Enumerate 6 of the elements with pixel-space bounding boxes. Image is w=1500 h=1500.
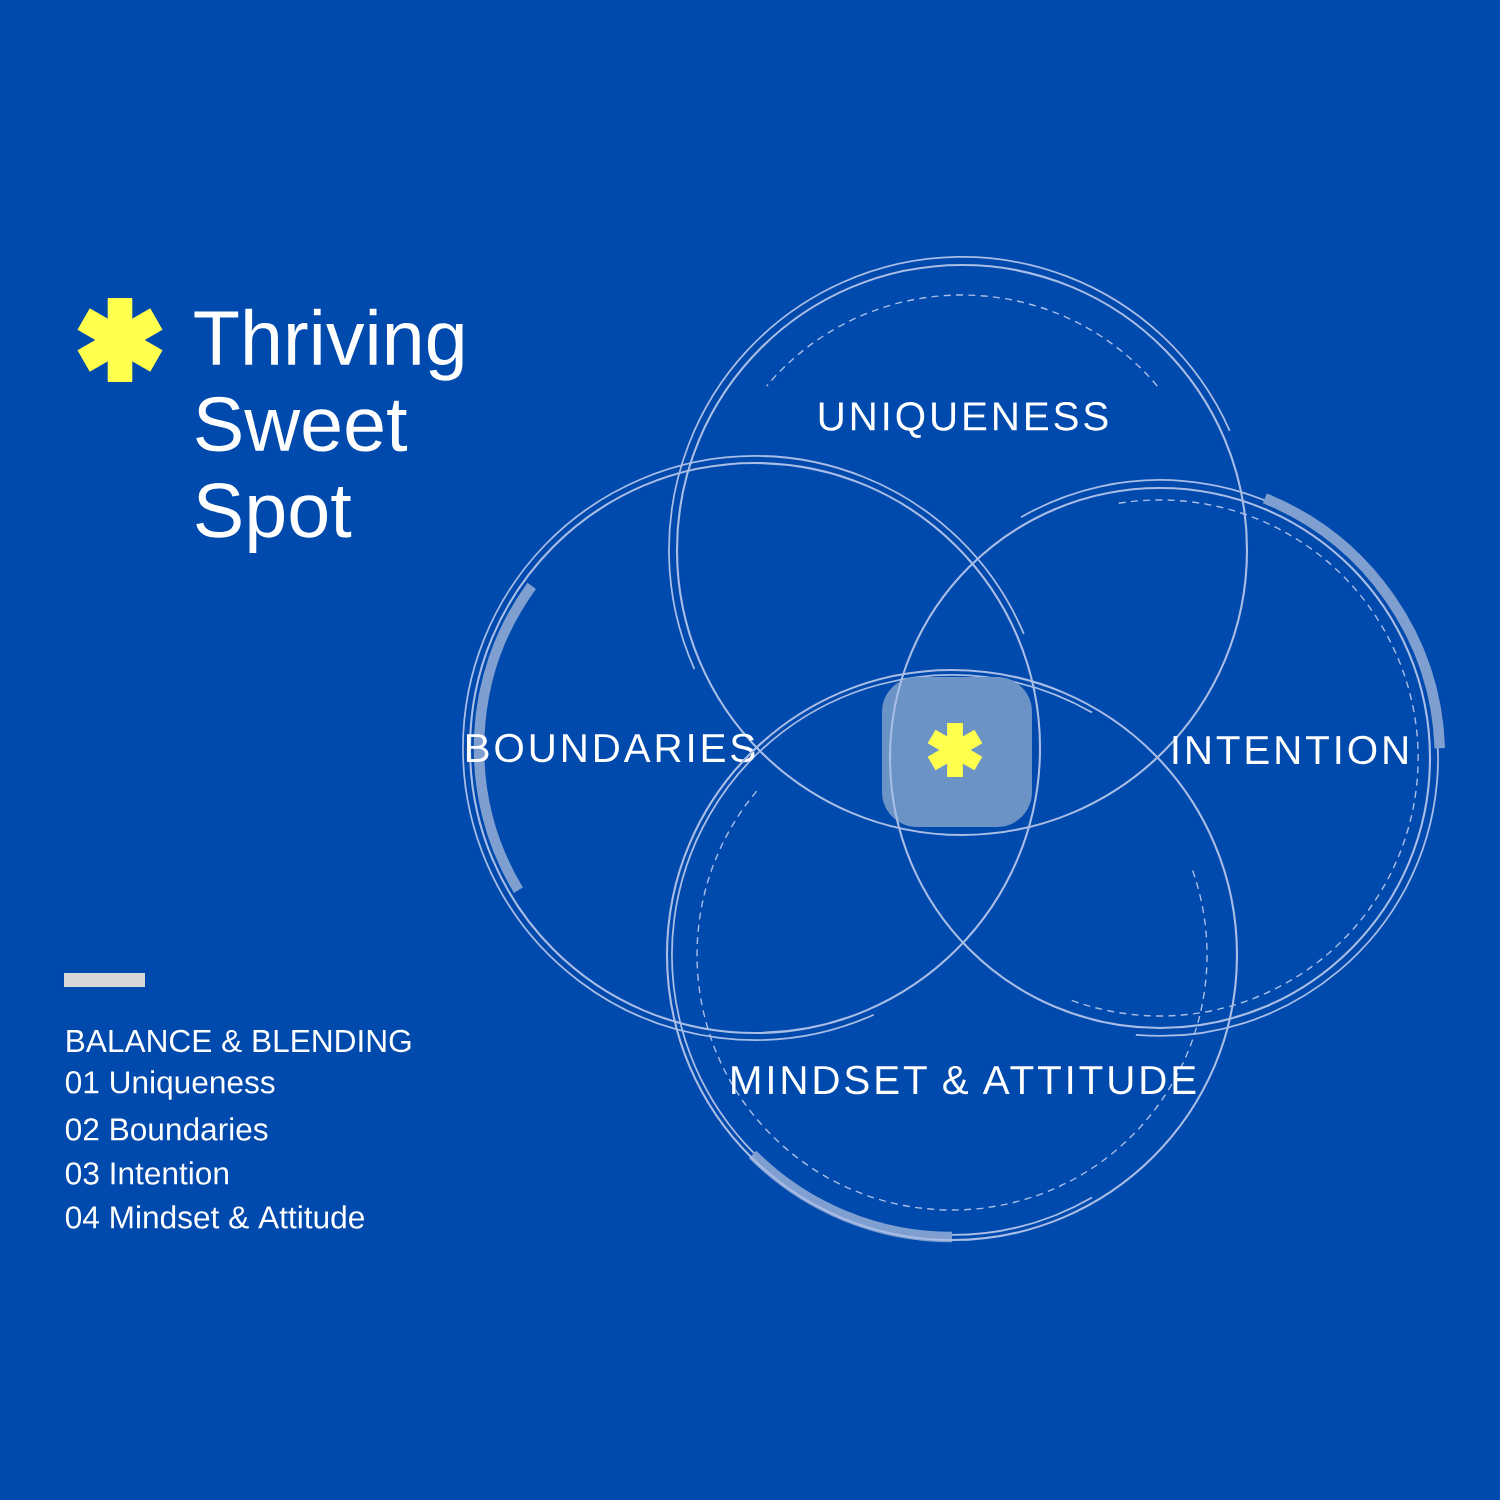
- list-item: 02 Boundaries: [65, 1117, 268, 1141]
- list-item: 04 Mindset & Attitude: [65, 1205, 364, 1229]
- list-item: 01 Uniqueness: [65, 1070, 275, 1100]
- title: Thriving Sweet Spot: [194, 308, 463, 553]
- section-heading: BALANCE & BLENDING: [64, 973, 411, 1053]
- list-item: 03 Intention: [65, 1161, 228, 1185]
